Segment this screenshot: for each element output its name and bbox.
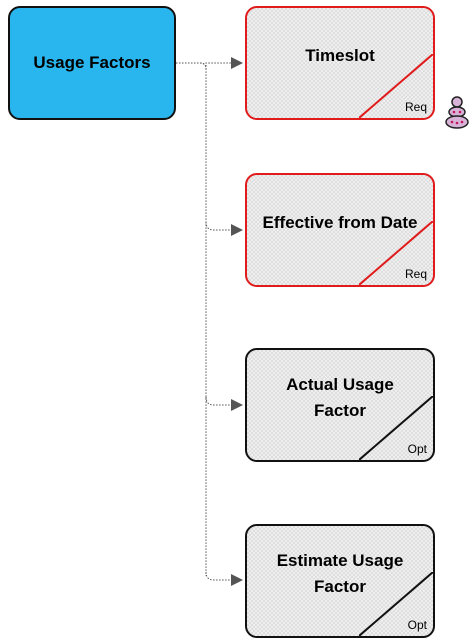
effective-from-date-label: Effective from Date bbox=[262, 213, 418, 232]
connector-actual-usage-factor bbox=[205, 396, 243, 411]
actual-usage-factor-label: Actual Usage Factor bbox=[286, 375, 394, 420]
corner-divider bbox=[359, 221, 433, 285]
effective-from-date-node[interactable]: Effective from Date Req bbox=[245, 173, 435, 287]
corner-divider bbox=[359, 396, 433, 460]
corner-divider bbox=[359, 54, 433, 118]
connector-trunk bbox=[176, 62, 207, 576]
corner-divider bbox=[359, 572, 433, 636]
required-tag: Req bbox=[404, 100, 427, 114]
estimate-usage-factor-node[interactable]: Estimate Usage Factor Opt bbox=[245, 524, 435, 638]
actual-usage-factor-node[interactable]: Actual Usage Factor Opt bbox=[245, 348, 435, 462]
usage-factors-node[interactable]: Usage Factors bbox=[8, 6, 176, 120]
user-stack-icon bbox=[445, 96, 469, 129]
required-tag: Req bbox=[404, 267, 427, 281]
connector-timeslot bbox=[176, 57, 243, 70]
estimate-usage-factor-label: Estimate Usage Factor bbox=[276, 551, 404, 596]
timeslot-label: Timeslot bbox=[305, 46, 375, 65]
optional-tag: Opt bbox=[407, 442, 427, 456]
timeslot-node[interactable]: Timeslot Req bbox=[245, 6, 435, 120]
connector-estimate-usage-factor bbox=[205, 571, 243, 586]
usage-factors-label: Usage Factors bbox=[33, 53, 151, 72]
optional-tag: Opt bbox=[407, 618, 427, 632]
connector-effective-from-date bbox=[205, 221, 243, 236]
